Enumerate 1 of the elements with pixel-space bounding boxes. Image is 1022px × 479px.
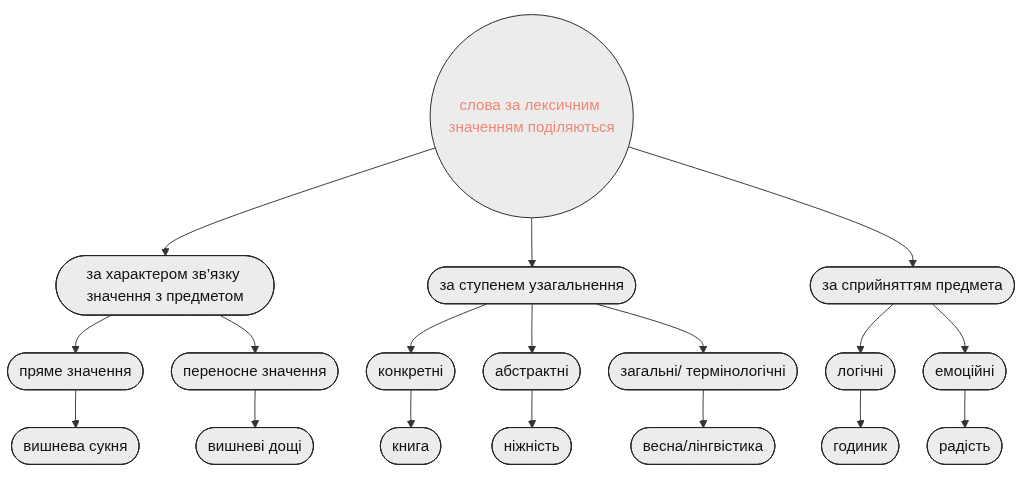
node-circle: слова за лексичним значенням поділяються xyxy=(429,14,634,219)
